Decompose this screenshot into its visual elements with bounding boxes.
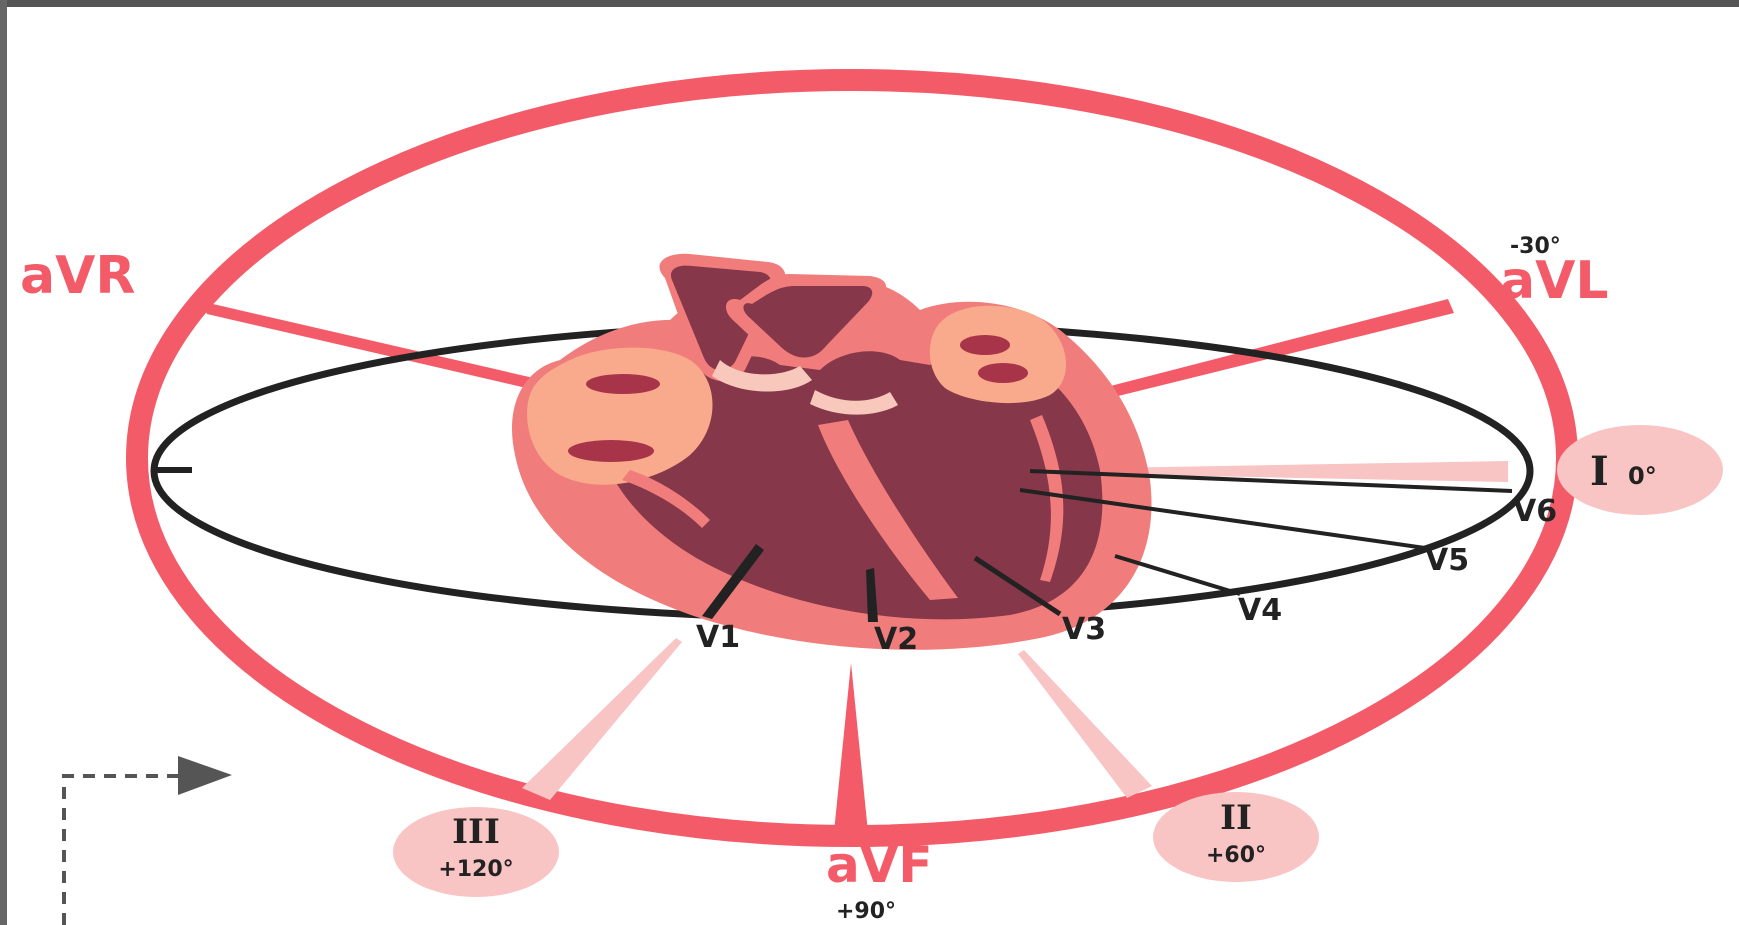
right-ventricle-vein xyxy=(622,470,710,528)
avr-label: aVR xyxy=(20,246,135,306)
v3-line xyxy=(973,555,1062,617)
lead-ii-badge xyxy=(1153,792,1319,882)
v4-line xyxy=(1114,554,1241,596)
lead-i-badge xyxy=(1557,425,1723,515)
aortic-arch xyxy=(743,286,873,358)
avf-label: aVF xyxy=(826,836,933,894)
avf-vector xyxy=(833,663,869,842)
avr-vector xyxy=(200,301,551,393)
v1-label: V1 xyxy=(696,620,740,655)
superior-vena-cava xyxy=(670,265,772,371)
lead-iii-angle-label: +120° xyxy=(438,857,513,882)
lead-iii-badge xyxy=(393,807,559,897)
flow-arrow-head xyxy=(178,756,232,795)
avl-vector xyxy=(1091,299,1454,402)
left-atrium xyxy=(929,305,1067,404)
v4-label: V4 xyxy=(1238,593,1282,628)
lead-ii-angle-label: +60° xyxy=(1206,843,1266,868)
lead-ii-vector xyxy=(1018,650,1152,798)
v5-label: V5 xyxy=(1425,543,1469,578)
lead-iii-label: III xyxy=(452,812,500,852)
right-atrium-opening-2 xyxy=(568,440,654,462)
left-atrium-opening-2 xyxy=(978,363,1028,383)
lead-ii-label: II xyxy=(1220,798,1252,838)
v5-line xyxy=(1019,488,1433,551)
v6-label: V6 xyxy=(1513,494,1557,529)
left-frame-edge xyxy=(0,0,7,925)
lead-i-vector xyxy=(1050,461,1508,482)
valve-ring-2 xyxy=(810,390,898,415)
v6-line xyxy=(1029,469,1513,493)
avl-label: aVL xyxy=(1500,251,1608,311)
left-ventricle-edge xyxy=(1030,415,1064,582)
lead-iii-vector xyxy=(522,638,682,800)
lead-i-label: I xyxy=(1590,448,1609,495)
avf-angle-label: +90° xyxy=(836,899,896,924)
v3-label: V3 xyxy=(1062,612,1106,647)
lead-i-angle-label: 0° xyxy=(1628,462,1657,490)
flow-arrow-path xyxy=(62,774,178,925)
avl-angle-label: -30° xyxy=(1510,234,1561,259)
heart-illustration xyxy=(512,253,1152,650)
interventricular-groove xyxy=(818,420,958,600)
left-atrium-opening-1 xyxy=(960,335,1010,355)
v2-line xyxy=(866,568,878,622)
right-atrium-opening-1 xyxy=(586,374,660,394)
v2-label: V2 xyxy=(874,622,918,657)
v1-line xyxy=(702,544,764,619)
top-frame-edge xyxy=(0,0,1739,7)
valve-ring-1 xyxy=(712,360,812,392)
